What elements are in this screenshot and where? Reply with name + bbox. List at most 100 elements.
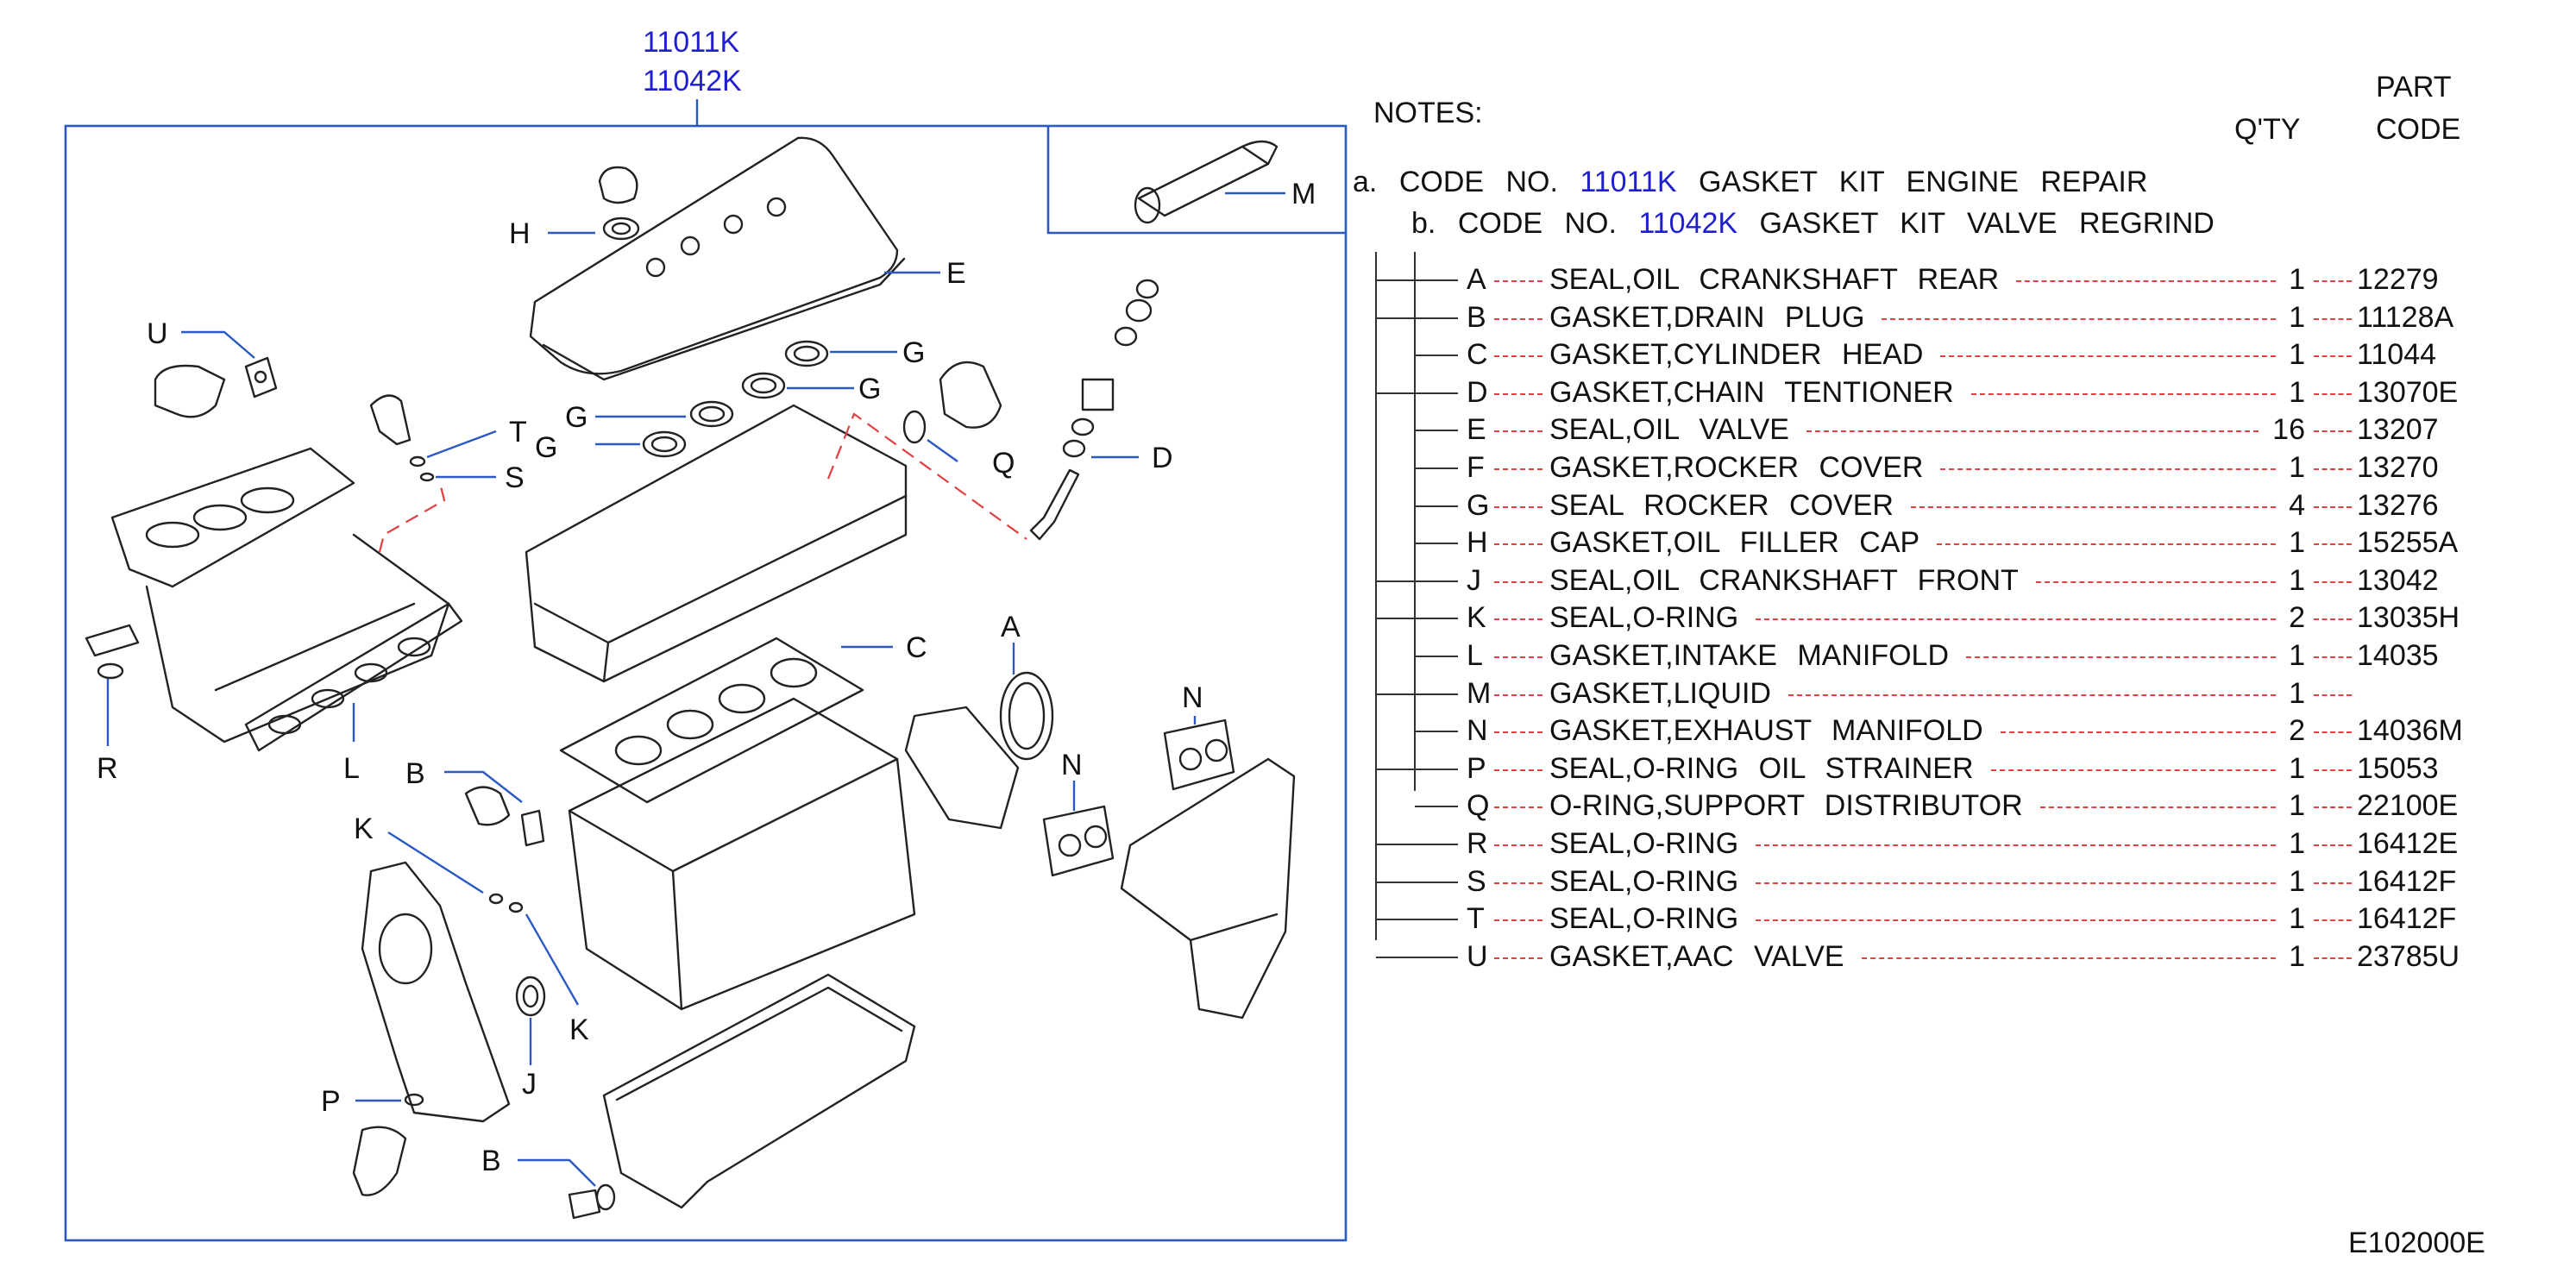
part-code[interactable]: 14036M xyxy=(2357,714,2463,747)
rocker-seals[interactable] xyxy=(642,340,829,458)
exhaust-gasket-1[interactable] xyxy=(1163,718,1235,791)
part-qty: 1 xyxy=(2289,902,2305,935)
top-code-11042k[interactable]: 11042K xyxy=(643,65,742,97)
callout-q[interactable]: Q xyxy=(992,447,1015,480)
part-code[interactable]: 13042 xyxy=(2357,564,2439,597)
part-letter: T xyxy=(1467,902,1485,935)
timing-cover[interactable] xyxy=(361,861,511,1123)
top-code-11011k[interactable]: 11011K xyxy=(643,26,739,59)
part-code[interactable]: 12279 xyxy=(2357,263,2439,296)
kit-b-code-link[interactable]: 11042K xyxy=(1638,207,1738,240)
distributor[interactable] xyxy=(902,361,1002,444)
part-code[interactable]: 15053 xyxy=(2357,752,2439,785)
callout-g-4[interactable]: G xyxy=(535,431,557,464)
callout-n-2[interactable]: N xyxy=(1061,749,1083,781)
callout-a[interactable]: A xyxy=(1001,611,1021,643)
exhaust-manifold[interactable] xyxy=(1120,757,1296,1020)
callout-k-2[interactable]: K xyxy=(569,1013,589,1046)
part-code[interactable]: 13276 xyxy=(2357,489,2439,522)
intake-manifold[interactable] xyxy=(110,447,450,744)
part-code[interactable]: 22100E xyxy=(2357,789,2459,822)
callout-p[interactable]: P xyxy=(321,1085,341,1118)
callout-n-1[interactable]: N xyxy=(1182,681,1203,714)
diagram-frame xyxy=(64,124,1348,1242)
callout-s[interactable]: S xyxy=(505,461,525,494)
front-crank-seal[interactable] xyxy=(515,976,546,1017)
callout-t[interactable]: T xyxy=(509,416,527,449)
cylinder-head-gasket[interactable] xyxy=(559,637,864,804)
part-code[interactable]: 13035H xyxy=(2357,601,2460,634)
exhaust-gasket-2[interactable] xyxy=(1042,805,1115,877)
callout-h[interactable]: H xyxy=(509,217,531,250)
part-name: SEAL,OIL VALVE xyxy=(1549,413,1789,446)
leader-dash xyxy=(1862,957,2276,959)
notes-label: NOTES: xyxy=(1373,97,1483,129)
drain-plug[interactable] xyxy=(568,1183,616,1220)
callout-c[interactable]: C xyxy=(906,631,927,664)
oil-pan[interactable] xyxy=(602,973,916,1209)
part-code[interactable]: 23785U xyxy=(2357,940,2460,973)
valve-and-seal[interactable] xyxy=(1029,279,1159,541)
callout-d[interactable]: B xyxy=(405,757,425,790)
part-code[interactable]: 14035 xyxy=(2357,639,2439,672)
callout-r[interactable]: R xyxy=(97,752,118,785)
cylinder-head[interactable] xyxy=(525,404,908,683)
callout-g-1[interactable]: G xyxy=(902,336,925,369)
part-letter: F xyxy=(1467,451,1485,484)
part-code[interactable]: 13270 xyxy=(2357,451,2439,484)
rear-main-seal[interactable] xyxy=(904,671,1054,830)
part-code[interactable]: 13207 xyxy=(2357,413,2439,446)
callout-m[interactable]: M xyxy=(1291,178,1316,210)
part-code[interactable]: 13070E xyxy=(2357,376,2459,409)
part-code[interactable]: 11128A xyxy=(2357,301,2454,334)
cylinder-block[interactable] xyxy=(568,697,916,1011)
callout-e[interactable]: D xyxy=(1152,442,1173,474)
sensor-with-oring[interactable] xyxy=(85,624,140,680)
oil-strainer[interactable] xyxy=(352,1093,424,1196)
kit-a-line: a. CODE NO. 11011K GASKET KIT ENGINE REP… xyxy=(1353,166,2147,199)
aac-valve[interactable] xyxy=(154,356,278,418)
part-code[interactable]: 16412F xyxy=(2357,865,2457,898)
part-code[interactable]: 11044 xyxy=(2357,338,2437,371)
part-code[interactable]: 16412E xyxy=(2357,827,2459,860)
callout-b[interactable]: B xyxy=(481,1145,501,1177)
callout-g-2[interactable]: G xyxy=(858,373,881,405)
callout-k-1[interactable]: K xyxy=(354,813,374,845)
part-code[interactable]: 16412F xyxy=(2357,902,2457,935)
callout-g-3[interactable]: G xyxy=(565,401,587,434)
sensor-top[interactable] xyxy=(369,394,435,482)
part-code[interactable]: 15255A xyxy=(2357,526,2459,559)
oil-filler-cap[interactable] xyxy=(598,166,640,241)
callout-j[interactable]: J xyxy=(522,1068,537,1101)
callout-u[interactable]: U xyxy=(147,317,168,350)
intake-gasket[interactable] xyxy=(244,602,463,752)
leader-dash xyxy=(2314,318,2352,320)
chain-tensioner[interactable] xyxy=(464,786,545,847)
leader-dash xyxy=(2314,694,2352,696)
rocker-cover[interactable] xyxy=(529,136,906,381)
o-rings-k[interactable] xyxy=(488,893,524,913)
callout-l[interactable]: L xyxy=(343,752,360,785)
kit-a-code-link[interactable]: 11011K xyxy=(1580,166,1677,198)
liquid-gasket-tube[interactable] xyxy=(1134,140,1279,224)
callout-f[interactable]: E xyxy=(946,257,966,290)
